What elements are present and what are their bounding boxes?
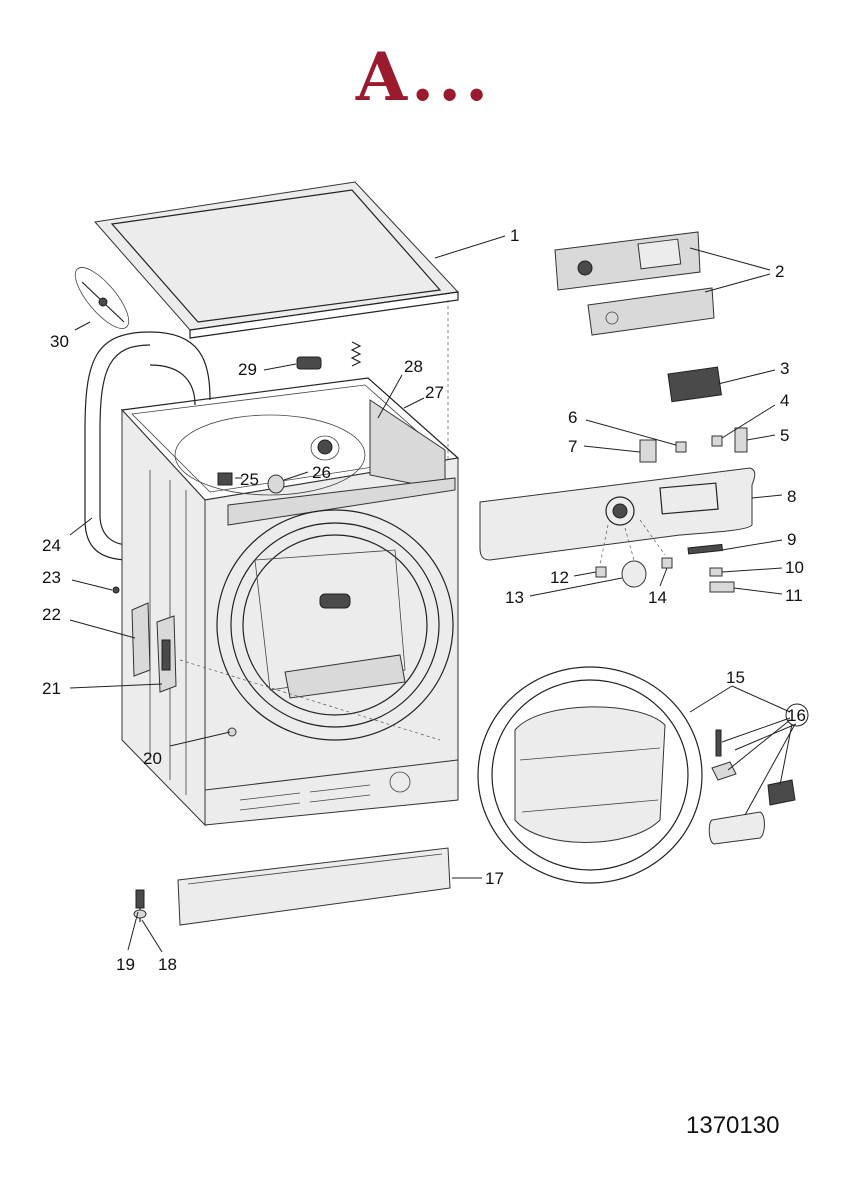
callout-14: 14 xyxy=(648,588,667,607)
control-fascia xyxy=(479,467,756,561)
callout-12: 12 xyxy=(550,568,569,587)
callout-4: 4 xyxy=(780,391,789,410)
leader-lines xyxy=(69,235,797,953)
interior-parts xyxy=(217,439,333,494)
callout-labels: 1 2 3 4 5 6 7 8 9 10 11 12 13 14 15 16 1… xyxy=(42,226,809,974)
display-module xyxy=(667,366,722,403)
callout-3: 3 xyxy=(780,359,789,378)
callout-15: 15 xyxy=(726,668,745,687)
control-panel-boards xyxy=(554,231,715,336)
callout-5: 5 xyxy=(780,426,789,445)
hinge-screw-part xyxy=(74,267,130,329)
cabinet xyxy=(120,300,460,827)
callout-22: 22 xyxy=(42,605,61,624)
callout-16: 16 xyxy=(787,706,806,725)
callout-23: 23 xyxy=(42,568,61,587)
callout-6: 6 xyxy=(568,408,577,427)
callout-19: 19 xyxy=(116,955,135,974)
callout-20: 20 xyxy=(143,749,162,768)
callout-30: 30 xyxy=(50,332,69,351)
callout-21: 21 xyxy=(42,679,61,698)
callout-25: 25 xyxy=(240,470,259,489)
part-28-spring xyxy=(350,341,362,367)
callout-27: 27 xyxy=(425,383,444,402)
callout-2: 2 xyxy=(775,262,784,281)
part-29 xyxy=(296,356,322,370)
document-number: 1370130 xyxy=(686,1112,780,1139)
callout-8: 8 xyxy=(787,487,796,506)
knob-and-buttons xyxy=(595,519,735,593)
callout-26: 26 xyxy=(312,463,331,482)
diagram-title: A... xyxy=(355,38,493,116)
door-gasket-left xyxy=(84,331,211,561)
door-assembly xyxy=(477,666,703,884)
door-lock-parts xyxy=(112,586,237,737)
callout-10: 10 xyxy=(785,558,804,577)
callout-24: 24 xyxy=(42,536,61,555)
small-components xyxy=(639,427,748,463)
callout-9: 9 xyxy=(787,530,796,549)
callout-16-circle xyxy=(785,703,809,727)
callout-11: 11 xyxy=(785,586,803,605)
callout-13: 13 xyxy=(505,588,524,607)
top-cover xyxy=(94,181,460,339)
callout-1: 1 xyxy=(510,226,519,245)
plinth-panel xyxy=(177,847,451,926)
foot-screws xyxy=(133,889,147,922)
callout-17: 17 xyxy=(485,869,504,888)
callout-29: 29 xyxy=(238,360,257,379)
callout-7: 7 xyxy=(568,437,577,456)
callout-28: 28 xyxy=(404,357,423,376)
callout-18: 18 xyxy=(158,955,177,974)
door-components xyxy=(708,729,796,845)
